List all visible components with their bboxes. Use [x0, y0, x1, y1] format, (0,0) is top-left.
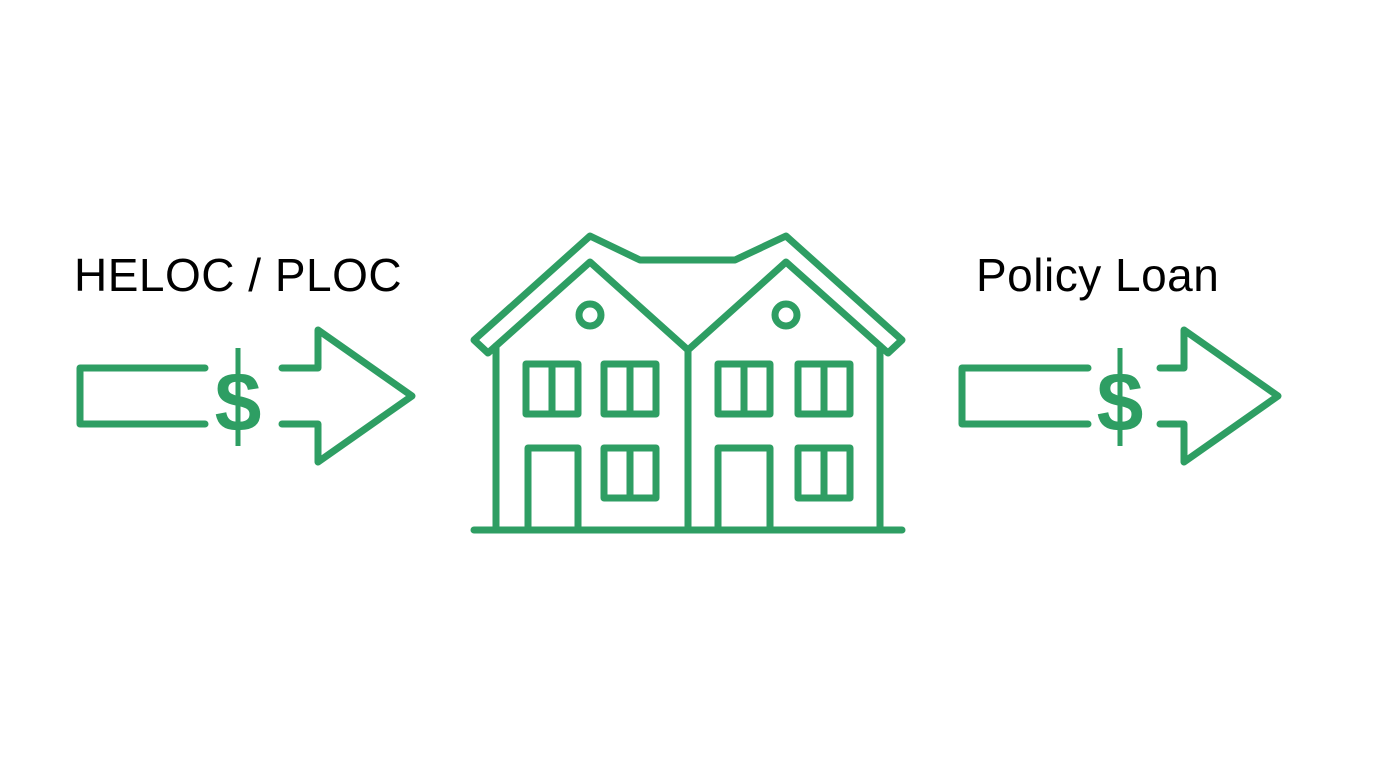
- duplex-house-icon: [470, 232, 906, 534]
- left-gable-window: [575, 300, 605, 330]
- heloc-ploc-label: HELOC / PLOC: [74, 249, 403, 301]
- policy-loan-label: Policy Loan: [976, 249, 1220, 301]
- right-arrow-shaft: [958, 364, 1092, 428]
- left-dollar-arrow-icon: [76, 326, 416, 466]
- left-dollar-icon: $: [215, 355, 262, 449]
- right-arrow-head: [1156, 326, 1282, 466]
- right-dollar-icon: $: [1097, 355, 1144, 449]
- right-dollar-arrow-icon: [958, 326, 1282, 466]
- left-door: [524, 444, 582, 534]
- left-arrow-head: [278, 326, 416, 466]
- left-arrow-shaft: [76, 364, 209, 428]
- right-door: [714, 444, 774, 534]
- roof: [470, 232, 906, 357]
- right-gable-window: [771, 300, 801, 330]
